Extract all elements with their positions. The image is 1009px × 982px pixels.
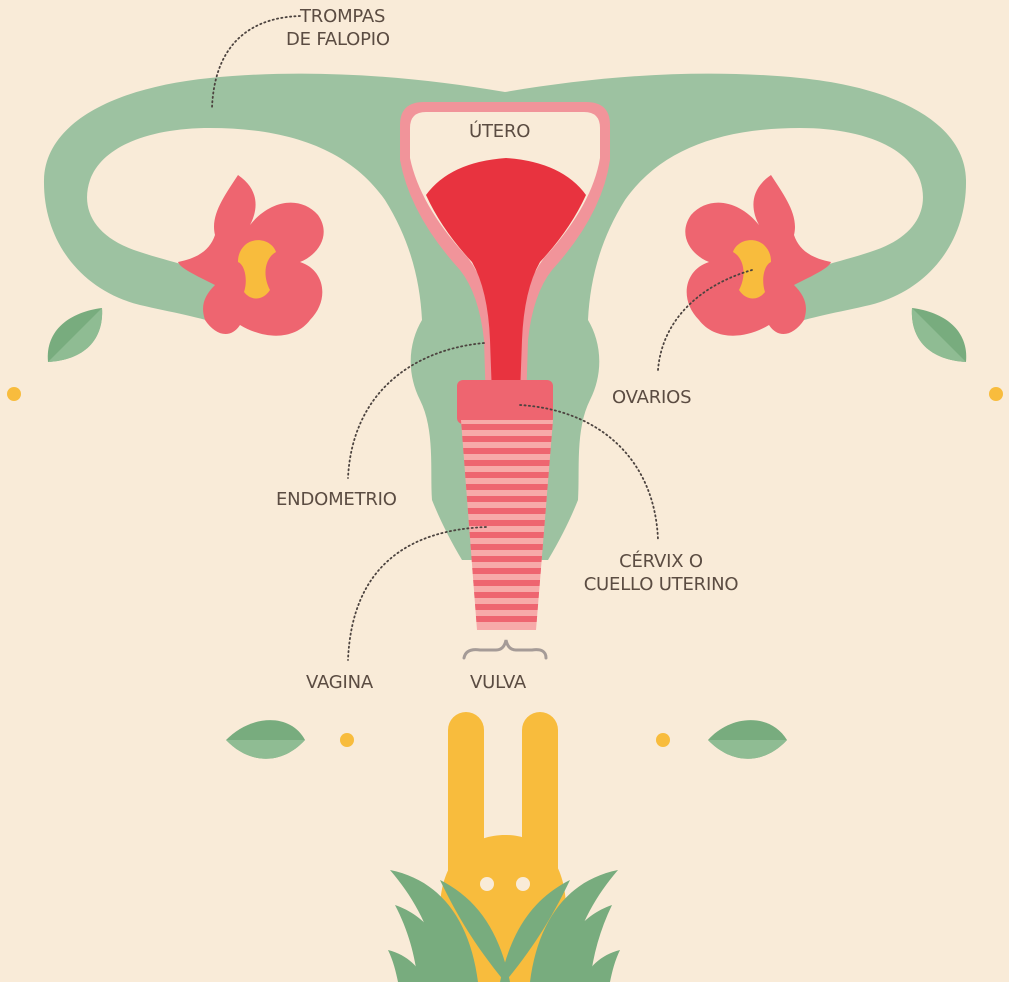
uterus-label: ÚTERO — [469, 120, 530, 143]
cervix-label-line1: CÉRVIX O — [566, 550, 756, 573]
cervix-label: CÉRVIX O CUELLO UTERINO — [566, 550, 756, 596]
brace-icon — [464, 640, 546, 658]
dot-icon-left — [7, 387, 21, 401]
dot-icon-lower-left — [340, 733, 354, 747]
vagina-label: VAGINA — [306, 671, 373, 694]
fallopian-tubes-label-line1: TROMPAS — [300, 5, 390, 28]
fallopian-tubes-label: TROMPAS DE FALOPIO — [300, 5, 390, 51]
cervix-label-line2: CUELLO UTERINO — [566, 573, 756, 596]
cervix-shape — [457, 380, 553, 424]
vulva-label: VULVA — [470, 671, 526, 694]
dot-icon-right — [989, 387, 1003, 401]
endometrium-label: ENDOMETRIO — [276, 488, 397, 511]
fallopian-tubes-label-line2: DE FALOPIO — [286, 28, 390, 51]
ovaries-label: OVARIOS — [612, 386, 691, 409]
dot-icon-lower-right — [656, 733, 670, 747]
